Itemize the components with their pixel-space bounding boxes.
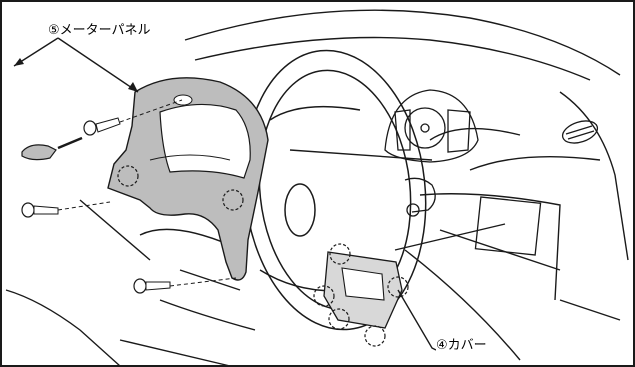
clip-icon: [364, 325, 386, 347]
arrow-heads: [14, 58, 138, 92]
steering-column: [404, 177, 436, 217]
label-meter-panel: ⑤メーターパネル: [48, 23, 151, 38]
guide-lines: [57, 99, 237, 287]
screw-icon: [21, 202, 35, 218]
meter-panel-part: [107, 77, 269, 281]
clip-icon: [329, 243, 351, 265]
screw-3: [133, 278, 171, 294]
vent: [561, 120, 599, 144]
clip-markers-panel: [117, 165, 244, 211]
cover-part: [323, 251, 403, 329]
clip-icon: [328, 308, 350, 330]
clip-icon: [313, 285, 335, 307]
cap-arrow: [57, 136, 83, 150]
clip-markers-cover: [313, 243, 409, 347]
screw-icon: [83, 120, 97, 136]
meter-cluster: [384, 89, 479, 163]
dashboard-outline: [5, 9, 629, 367]
clip-icon: [222, 189, 244, 211]
center-display: [474, 196, 542, 256]
clip-icon: [387, 276, 409, 298]
screw-2: [21, 202, 59, 218]
clip-icon: [117, 165, 139, 187]
cap-icon: [21, 144, 57, 161]
screw-icon: [133, 278, 147, 294]
screw-1: [83, 117, 121, 136]
label-cover: ④カバー: [436, 338, 487, 353]
